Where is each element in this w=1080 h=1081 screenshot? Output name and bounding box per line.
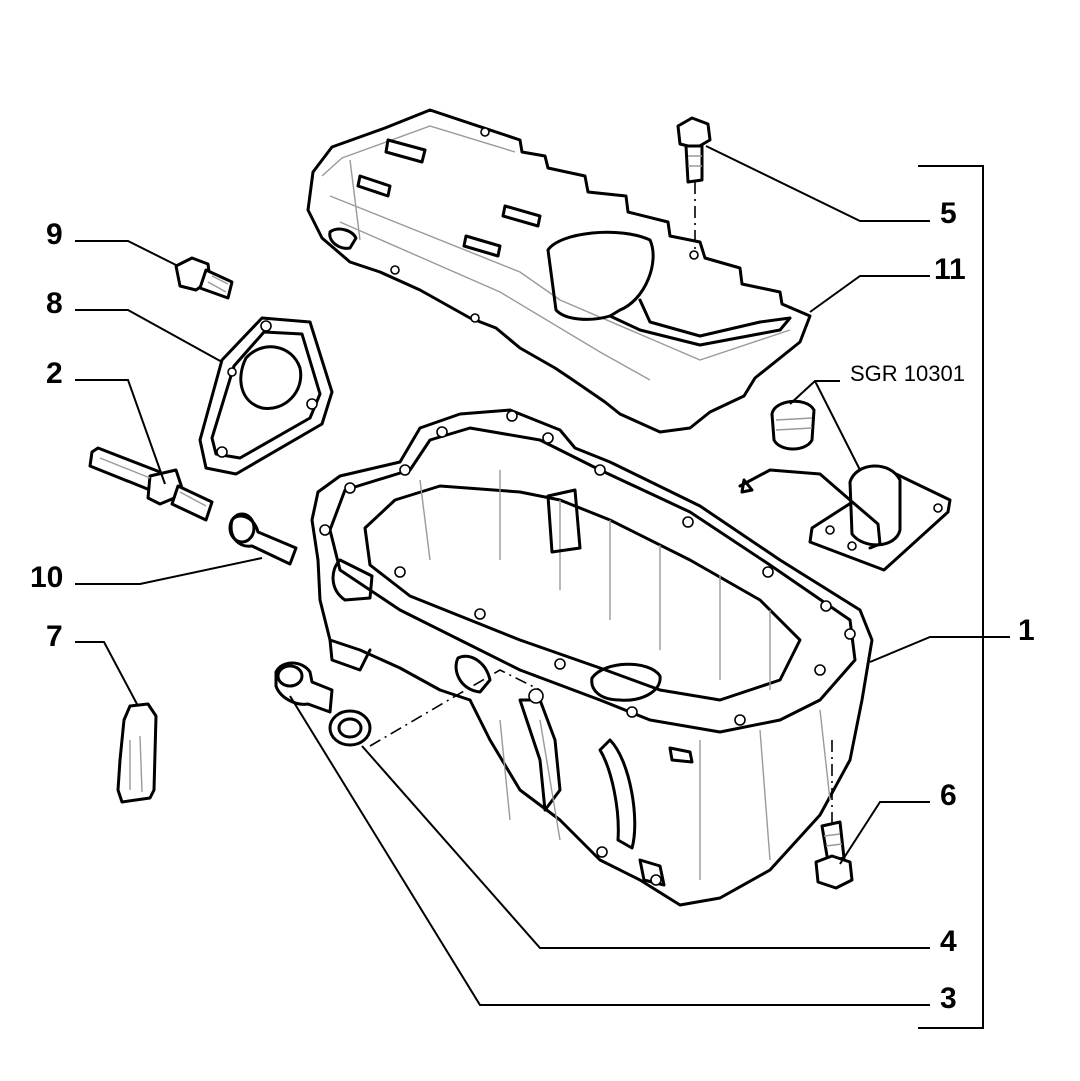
leader-lines xyxy=(75,145,1010,1029)
baffle-plate xyxy=(306,108,812,434)
callout-4: 4 xyxy=(940,925,957,958)
stud xyxy=(88,446,214,522)
tool-reference-label: SGR 10301 xyxy=(850,361,965,386)
callout-labels: 9 8 2 10 7 5 11 SGR 10301 1 6 4 3 xyxy=(30,197,1035,1015)
callout-5: 5 xyxy=(940,197,957,230)
callout-8: 8 xyxy=(46,287,63,320)
callout-2: 2 xyxy=(46,357,63,390)
rubber-plug xyxy=(770,399,816,451)
callout-7: 7 xyxy=(46,620,63,653)
bolt-5 xyxy=(676,116,712,184)
bolt-9 xyxy=(174,256,234,300)
callout-10: 10 xyxy=(30,561,63,594)
callout-3: 3 xyxy=(940,982,957,1015)
dowel-sleeve xyxy=(228,512,298,566)
sealing-washer xyxy=(328,709,372,747)
drain-plug xyxy=(274,661,334,714)
level-sensor-assembly xyxy=(738,464,952,572)
assembly-axes xyxy=(369,182,833,824)
cover-plate xyxy=(198,316,334,476)
sealant-tube xyxy=(116,702,158,804)
bolt-6 xyxy=(814,820,854,890)
callout-11: 11 xyxy=(934,253,966,286)
callout-6: 6 xyxy=(940,779,957,812)
pan-bolt-holes xyxy=(319,410,856,886)
callout-9: 9 xyxy=(46,218,63,251)
oil-pan xyxy=(310,408,874,907)
callout-1: 1 xyxy=(1018,614,1035,647)
